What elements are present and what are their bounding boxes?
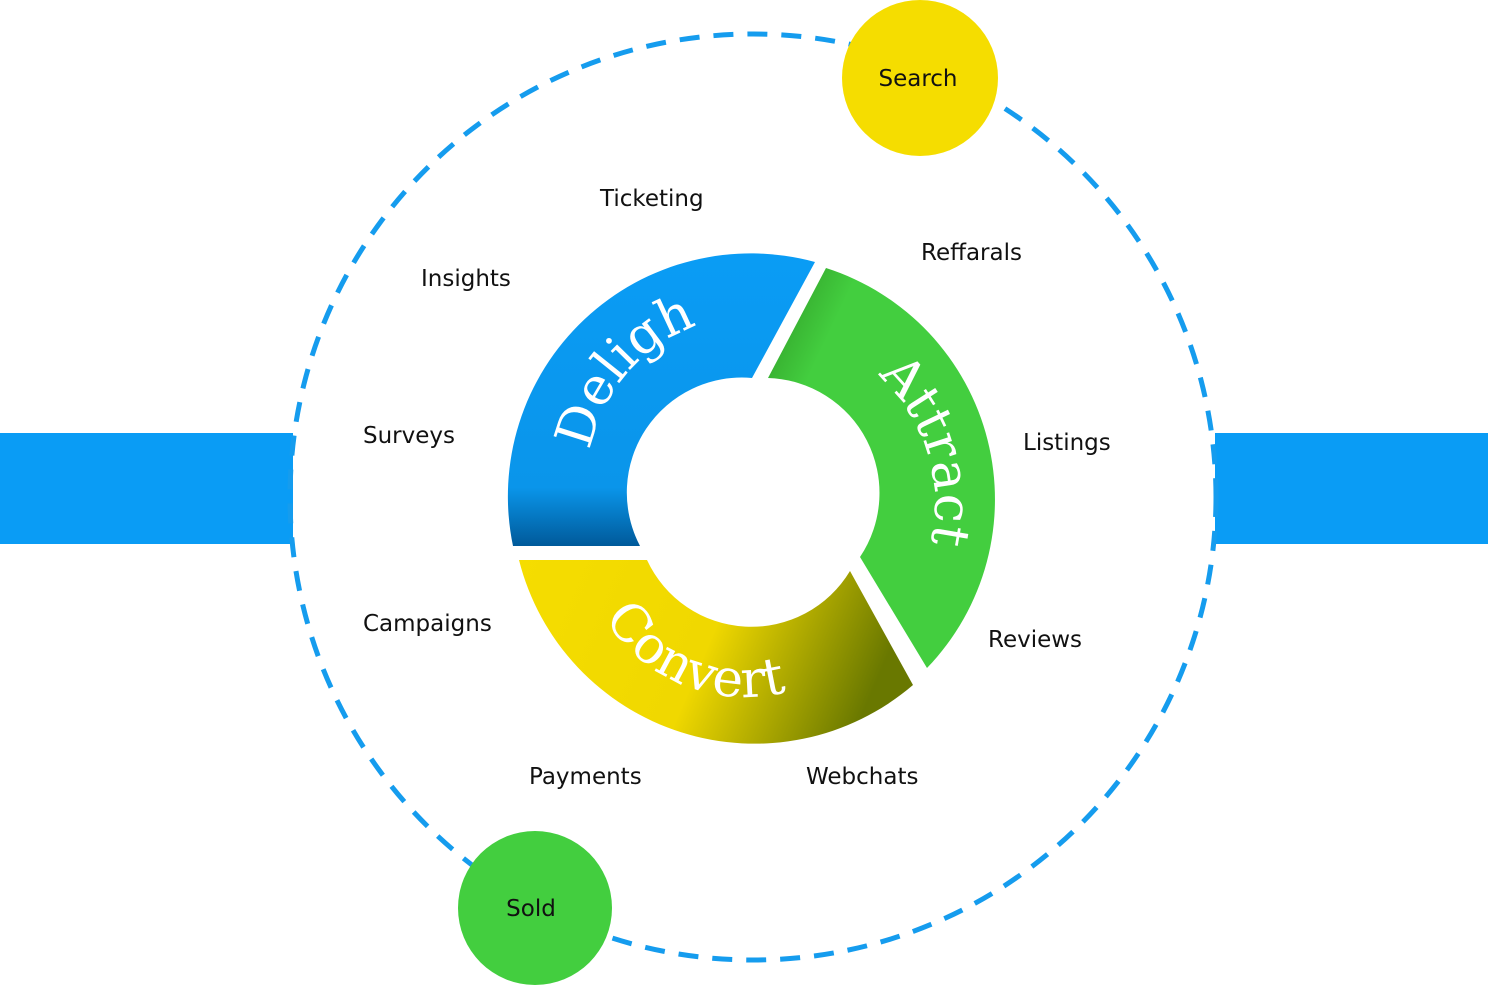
label-surveys: Surveys xyxy=(363,423,455,449)
sold-bubble-label: Sold xyxy=(506,896,556,922)
label-payments: Payments xyxy=(529,764,642,790)
outer-dashed-ring xyxy=(287,31,1219,963)
label-reviews: Reviews xyxy=(988,627,1082,653)
segment-attract xyxy=(768,268,995,668)
segment-delight xyxy=(507,253,815,546)
search-bubble-label: Search xyxy=(878,66,957,92)
right-bar xyxy=(1215,433,1488,544)
label-reffarals: Reffarals xyxy=(921,240,1022,266)
inner-hole xyxy=(636,384,868,616)
label-insights: Insights xyxy=(421,266,511,292)
label-campaigns: Campaigns xyxy=(363,611,492,637)
segment-delight-label: Delight xyxy=(0,0,703,454)
sold-bubble xyxy=(458,831,612,985)
search-bubble xyxy=(842,0,998,156)
left-bar xyxy=(0,433,293,544)
label-webchats: Webchats xyxy=(806,764,918,790)
label-listings: Listings xyxy=(1023,430,1111,456)
label-ticketing: Ticketing xyxy=(599,186,704,212)
segment-convert xyxy=(519,560,913,744)
